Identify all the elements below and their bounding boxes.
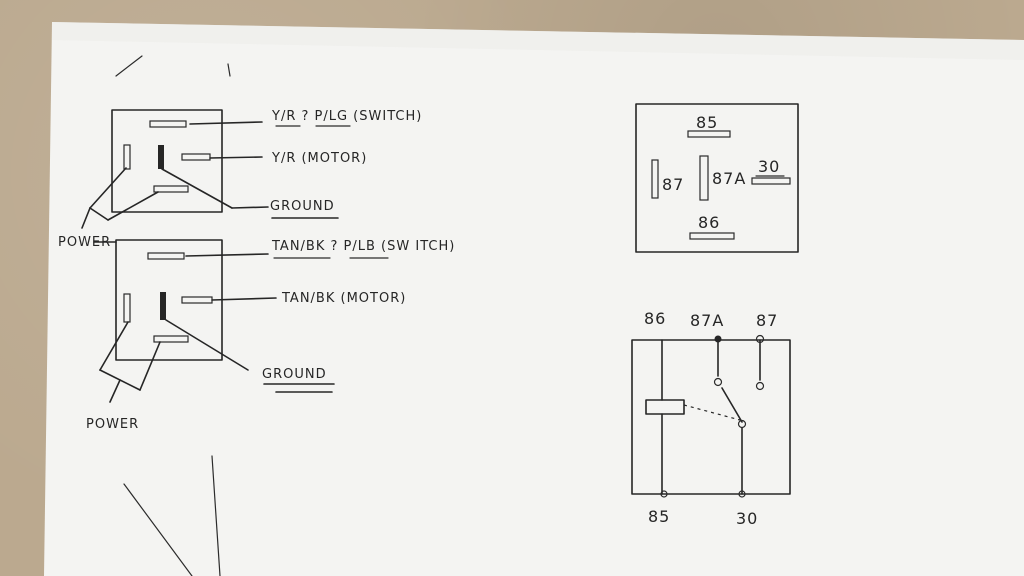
pinout-85-label: 85 <box>696 113 718 132</box>
pinout-86-label: 86 <box>698 213 720 232</box>
relay-bottom-ground-label: GROUND <box>262 367 327 382</box>
schematic-30-label: 30 <box>736 509 758 528</box>
relay-top-switch-wire-label: Y/R ? P/LG (SWITCH) <box>271 109 422 124</box>
relay-top-diagram <box>81 109 269 229</box>
relay-top-ground-label: GROUND <box>270 199 335 214</box>
relay-bottom-motor-wire-label: TAN/BK (MOTOR) <box>281 291 406 306</box>
pinout-30-label: 30 <box>758 157 780 176</box>
schematic-85-label: 85 <box>648 507 670 526</box>
schematic-86-label: 86 <box>644 309 666 328</box>
relay-bottom-switch-wire-label: TAN/BK ? P/LB (SW ITCH) <box>271 239 455 254</box>
paper <box>44 22 1024 576</box>
relay-bottom-diagram <box>93 239 277 403</box>
relay-bottom-power-label: POWER <box>86 417 139 432</box>
relay-top-power-label: POWER <box>58 235 111 250</box>
relay-pinout-diagram <box>635 103 799 253</box>
pinout-87a-label: 87A <box>712 169 746 188</box>
terminal-87a-dot <box>714 335 722 343</box>
schematic-87-label: 87 <box>756 311 778 330</box>
pinout-87-label: 87 <box>662 175 684 194</box>
schematic-87a-label: 87A <box>690 311 724 330</box>
relay-top-motor-wire-label: Y/R (MOTOR) <box>271 151 367 166</box>
relay-schematic-diagram <box>631 334 791 498</box>
